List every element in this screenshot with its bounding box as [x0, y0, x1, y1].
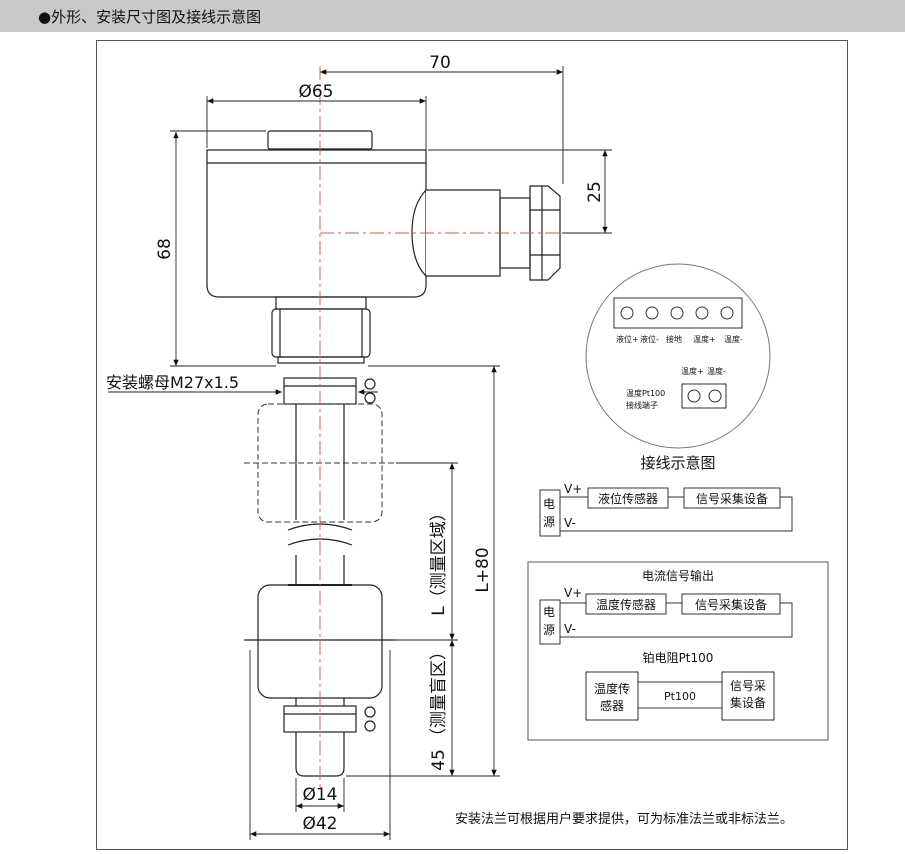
pt100-caption: 温度Pt100 [626, 388, 665, 398]
svg-text:感器: 感器 [600, 698, 624, 713]
svg-text:源: 源 [543, 515, 555, 529]
terminal-screw-icon [620, 306, 634, 320]
terminal-block: 液位+ 液位- 接地 温度+ 温度- 温度+ 温度- 温度Pt100 接线端子 … [585, 263, 771, 472]
terminal-screw-icon [670, 306, 684, 320]
svg-text:信号采集设备: 信号采集设备 [695, 597, 767, 612]
svg-text:铂电阻Pt100: 铂电阻Pt100 [643, 650, 714, 665]
svg-text:电流信号输出: 电流信号输出 [642, 568, 714, 583]
section-title: ●外形、安装尺寸图及接线示意图 [38, 8, 262, 26]
wiring-level [539, 487, 793, 537]
svg-text:集设备: 集设备 [730, 695, 766, 710]
dim-mount-thread: 安装螺母M27x1.5 [106, 373, 239, 392]
svg-text:信号采: 信号采 [730, 679, 766, 693]
dim-total-length: L+80 [473, 547, 493, 592]
wiring-current-text: 电流信号输出 电 源 V+ V- 温度传感器 信号采集设备 [543, 568, 767, 637]
terminal-screw-icon [708, 389, 722, 403]
terminal-screw-icon [645, 306, 659, 320]
terminal-label: 接地 [666, 334, 682, 344]
svg-text:V+: V+ [564, 586, 582, 600]
dimension-lines [108, 66, 612, 840]
float-upper [244, 403, 396, 523]
dimension-labels: 70 Ø65 68 25 安装螺母M27x1.5 L（测量区域） L+80 （测… [106, 53, 605, 834]
wiring-current [539, 593, 793, 645]
svg-text:源: 源 [543, 623, 555, 637]
drawing-frame [96, 40, 848, 850]
wiring-pt100-text: 铂电阻Pt100 温度传 感器 Pt100 信号采 集设备 [594, 650, 766, 713]
svg-text:信号采集设备: 信号采集设备 [696, 491, 768, 506]
center-lines [319, 66, 600, 790]
terminal-screw-icon [695, 306, 709, 320]
svg-text:V+: V+ [564, 482, 582, 496]
pt100-terminal-label: 温度+ [681, 366, 704, 376]
terminal-screw-icon [720, 306, 734, 320]
svg-text:电: 电 [543, 605, 555, 619]
dim-head-diameter: Ø65 [298, 82, 333, 102]
section-header: ●外形、安装尺寸图及接线示意图 [0, 0, 905, 32]
svg-text:温度传感器: 温度传感器 [596, 597, 656, 612]
sensor-rod [283, 377, 376, 777]
pt100-terminal-label: 温度- [707, 366, 726, 376]
terminal-label: 温度- [724, 334, 743, 344]
sensor-head [206, 130, 561, 298]
terminal-label: 液位+ [616, 334, 639, 344]
dim-blind-length: 45 [429, 749, 449, 771]
flange-note: 安装法兰可根据用户要求提供，可为标准法兰或非标法兰。 [455, 811, 793, 827]
dim-measure-range: L（测量区域） [429, 504, 449, 615]
terminal-label: 液位- [640, 334, 659, 344]
wiring-level-text: 电 源 V+ V- 液位传感器 信号采集设备 [543, 482, 768, 530]
svg-text:电: 电 [543, 497, 555, 511]
dim-float-diameter: Ø42 [302, 814, 337, 834]
mount-thread [271, 296, 371, 364]
current-output-panel [527, 561, 829, 741]
svg-text:液位传感器: 液位传感器 [598, 491, 658, 506]
svg-text:Pt100: Pt100 [664, 690, 696, 703]
dim-head-height: 68 [155, 238, 175, 260]
dim-rod-diameter: Ø14 [302, 785, 337, 805]
svg-text:V-: V- [564, 516, 576, 530]
svg-text:V-: V- [564, 622, 576, 636]
dim-width-70: 70 [429, 53, 451, 73]
dim-gland-offset: 25 [585, 181, 605, 203]
terminal-label: 温度+ [693, 334, 716, 344]
dim-blind-zone: （测量盲区） [429, 643, 449, 745]
svg-text:温度传: 温度传 [594, 681, 630, 696]
pt100-caption: 接线端子 [626, 400, 658, 410]
terminal-screw-icon [687, 389, 701, 403]
wiring-pt100 [585, 671, 775, 721]
terminal-caption: 接线示意图 [640, 454, 715, 472]
